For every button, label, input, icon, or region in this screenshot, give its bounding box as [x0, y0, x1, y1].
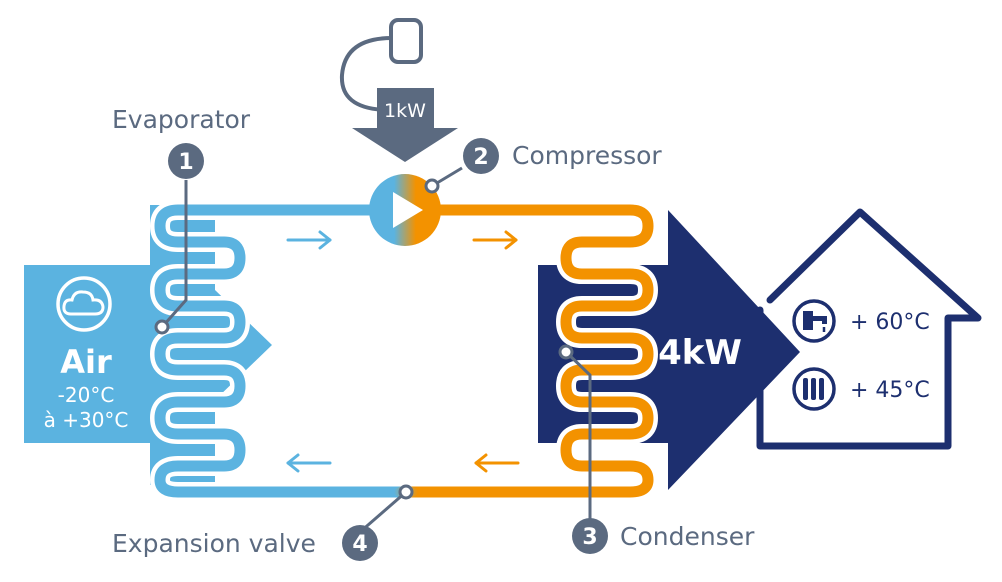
house	[756, 208, 982, 450]
svg-text:2: 2	[473, 145, 488, 170]
air-title: Air	[60, 343, 112, 381]
input-power-arrow: 1kW	[352, 88, 458, 162]
step-marker-4: 4	[342, 525, 378, 561]
svg-text:4: 4	[352, 532, 367, 557]
plug-icon	[339, 18, 423, 112]
tap-icon	[792, 299, 836, 343]
radiator-temperature: + 45°C	[850, 378, 930, 403]
input-power-label: 1kW	[384, 100, 426, 122]
step-marker-2: 2	[463, 138, 499, 174]
svg-text:3: 3	[582, 525, 597, 550]
radiator-icon	[792, 367, 836, 411]
evaporator-coil	[150, 200, 410, 502]
flow-arrow-icon	[286, 230, 520, 473]
air-range-line1: -20°C	[58, 383, 115, 407]
step-marker-3: 3	[572, 518, 608, 554]
tap-temperature: + 60°C	[850, 310, 930, 335]
air-range-line2: à +30°C	[44, 408, 129, 432]
svg-text:1: 1	[178, 150, 193, 175]
label-condenser: Condenser	[620, 522, 755, 551]
cloud-icon	[56, 276, 112, 332]
leader-points	[154, 178, 574, 500]
output-power-label: 4kW	[658, 333, 742, 373]
step-marker-1: 1	[168, 143, 204, 179]
label-compressor: Compressor	[512, 141, 662, 170]
label-evaporator: Evaporator	[112, 105, 251, 134]
label-expansion-valve: Expansion valve	[112, 529, 316, 558]
compressor	[369, 174, 441, 246]
condenser-coil	[402, 200, 658, 502]
